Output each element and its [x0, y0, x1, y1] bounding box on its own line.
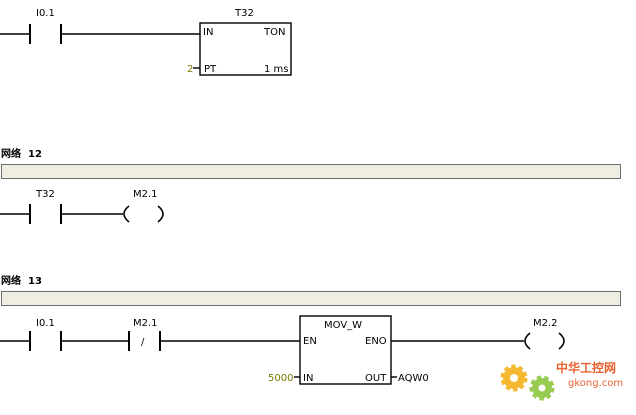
network-12[interactable]: 网络 12 T32 M2.1 — [0, 147, 621, 224]
timer-in-pin: IN — [203, 27, 213, 38]
watermark-logo: 中华工控网 gkong.com — [500, 360, 623, 401]
timer-name: T32 — [234, 8, 254, 19]
coil-right-arc — [558, 332, 565, 350]
coil-left-arc — [524, 332, 531, 350]
network-number: 12 — [28, 149, 42, 160]
coil-label: M2.2 — [533, 318, 558, 329]
gear-icon — [529, 375, 555, 401]
network-13[interactable]: 网络 13 I0.1 / M2.1 MOV_W EN ENO IN OUT 50… — [0, 274, 621, 385]
contact-label: I0.1 — [36, 318, 55, 329]
coil-label: M2.1 — [133, 189, 158, 200]
timer-resolution: 1 ms — [264, 64, 289, 75]
gear-icon — [500, 364, 528, 392]
contact-i0-1[interactable] — [29, 331, 62, 351]
coil-m2-1[interactable] — [123, 205, 164, 223]
watermark-cn-text: 中华工控网 — [556, 360, 616, 375]
network-number: 13 — [28, 276, 42, 287]
watermark-en-text: gkong.com — [568, 378, 623, 389]
contact-label: M2.1 — [133, 318, 158, 329]
out-pin: OUT — [365, 373, 387, 384]
in-value[interactable]: 5000 — [268, 373, 293, 384]
timer-pt-pin: PT — [204, 64, 217, 75]
timer-type: TON — [263, 27, 285, 38]
coil-right-arc — [157, 205, 164, 223]
contact-label: I0.1 — [36, 8, 55, 19]
coil-left-arc — [123, 205, 130, 223]
timer-block-ton[interactable]: T32 IN TON PT 1 ms — [199, 8, 292, 76]
out-value[interactable]: AQW0 — [398, 373, 429, 384]
contact-i0-1[interactable] — [29, 24, 62, 44]
timer-box — [199, 22, 292, 76]
contact-t32[interactable] — [29, 204, 62, 224]
mov-w-block[interactable]: MOV_W EN ENO IN OUT — [299, 315, 392, 385]
negation-symbol: / — [141, 337, 145, 348]
coil-m2-2[interactable] — [524, 332, 565, 350]
network-title-label: 网络 — [1, 147, 21, 160]
network-comment-bar[interactable] — [1, 291, 621, 306]
block-name: MOV_W — [324, 320, 362, 331]
rung-timer-t32[interactable]: I0.1 T32 IN TON PT 1 ms 2 — [0, 8, 292, 76]
mov-w-box — [299, 315, 392, 385]
in-pin: IN — [303, 373, 313, 384]
network-title-label: 网络 — [1, 274, 21, 287]
network-comment-bar[interactable] — [1, 164, 621, 179]
en-pin: EN — [303, 336, 317, 347]
contact-m2-1-negated[interactable]: / — [128, 331, 161, 351]
eno-pin: ENO — [365, 336, 387, 347]
pt-value[interactable]: 2 — [187, 64, 193, 75]
contact-label: T32 — [35, 189, 55, 200]
